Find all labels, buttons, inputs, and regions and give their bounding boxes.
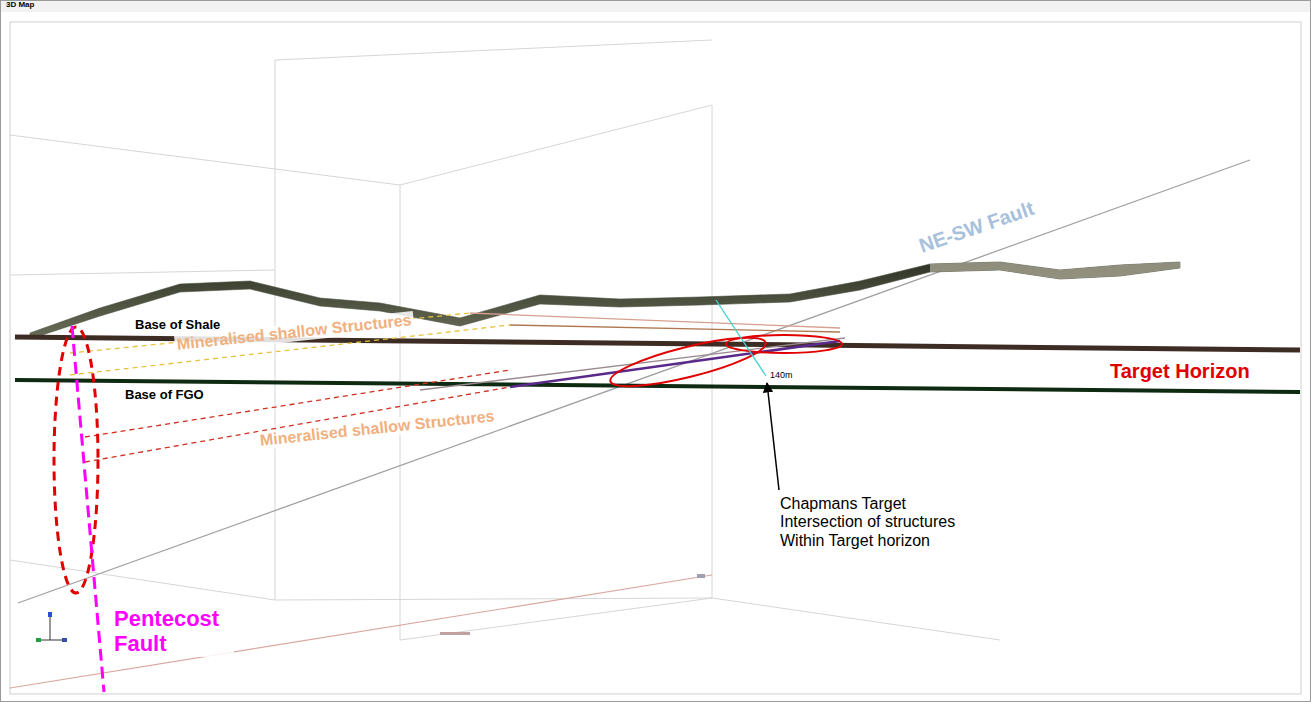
- title-bar: [1, 1, 1310, 12]
- pentecost-fault: [72, 326, 104, 692]
- fault-label: NE-SW Fault: [914, 196, 1039, 258]
- leader-arrow: [767, 383, 779, 490]
- target-callout: Chapmans Target Intersection of structur…: [778, 495, 974, 550]
- drill-trace: [716, 300, 766, 376]
- grid-marker: [697, 574, 705, 578]
- window-title: 3D Map: [4, 0, 36, 9]
- fault-label: Pentecost Fault: [112, 606, 234, 657]
- structure-traces: [420, 313, 845, 390]
- target-label: Target Horizon: [1108, 360, 1252, 383]
- base-line: [10, 575, 712, 688]
- horizon-label: Base of FGO: [123, 388, 206, 403]
- topography-surface: [30, 262, 1180, 339]
- horizon-label: Base of Shale: [133, 318, 222, 333]
- map-panel: [10, 22, 1301, 694]
- target-ellipse: [726, 335, 842, 353]
- grid-marker: [440, 632, 470, 635]
- axis-icon: [36, 612, 67, 642]
- topography-surface: [930, 262, 1180, 279]
- depth-label: 140m: [768, 370, 795, 380]
- structure-label: Mineralised shallow Structures: [257, 407, 497, 450]
